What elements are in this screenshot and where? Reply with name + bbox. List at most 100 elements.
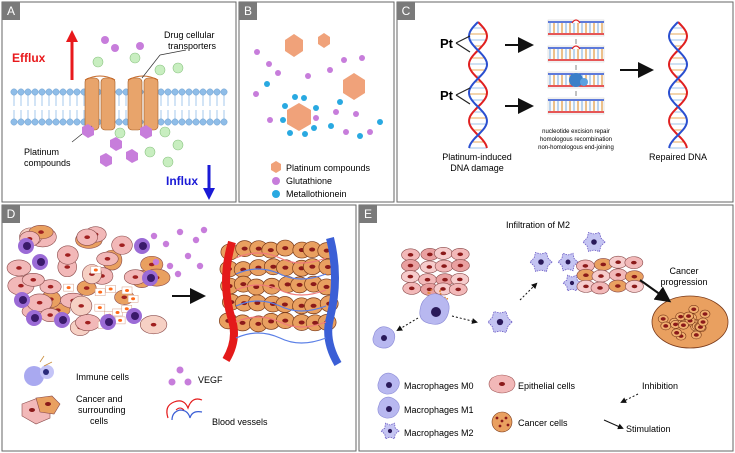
lipid-head bbox=[31, 88, 39, 96]
tumor-cell-nucleus bbox=[281, 302, 288, 307]
panel-a-frame bbox=[1, 1, 237, 203]
immune-cell-nucleus bbox=[37, 258, 45, 266]
tumor-microenvironment bbox=[6, 224, 171, 336]
lipid-head bbox=[220, 118, 228, 126]
tumor-cell-nucleus bbox=[64, 265, 71, 269]
tumor-cell-nucleus bbox=[255, 246, 262, 251]
immune-cells-label: Immune cells bbox=[76, 372, 130, 382]
cell-membrane bbox=[10, 88, 228, 126]
cancer-legend-dot bbox=[498, 424, 502, 428]
panel-d-frame bbox=[1, 204, 357, 452]
inhibition-legend-icon bbox=[620, 393, 639, 403]
lipid-head bbox=[66, 88, 74, 96]
lipid-head bbox=[24, 118, 32, 126]
lipid-head bbox=[178, 118, 186, 126]
tumor-cell-nucleus bbox=[298, 320, 305, 325]
stromal-nucleus bbox=[93, 268, 98, 272]
intracellular-platinum-compounds bbox=[82, 124, 184, 168]
tumor-cell-nucleus bbox=[268, 319, 275, 324]
dna-strand-red bbox=[667, 21, 689, 149]
pt-label-bottom: Pt bbox=[440, 88, 454, 103]
cancer-cell-nucleus bbox=[702, 312, 708, 316]
lipid-head bbox=[199, 118, 207, 126]
tumor-cell-nucleus bbox=[253, 284, 260, 289]
epithelial-nucleus bbox=[442, 277, 448, 282]
repair-pathway-3: non-homologous end-joining bbox=[538, 145, 614, 151]
panel-b-frame bbox=[238, 1, 395, 203]
m2-legend-label: Macrophages M2 bbox=[404, 428, 474, 438]
repair-pathway-1: nucleotide excision repair bbox=[542, 129, 610, 135]
panel-e-frame bbox=[358, 204, 734, 452]
lipid-head bbox=[220, 88, 228, 96]
lipid-head bbox=[115, 118, 123, 126]
tumor-cell-nucleus bbox=[36, 300, 43, 305]
tumor-cell-nucleus bbox=[30, 278, 37, 282]
epithelial-nucleus bbox=[615, 260, 621, 265]
lipid-head bbox=[185, 88, 193, 96]
m2-nucleus bbox=[496, 318, 504, 326]
m0-to-m2-arrow bbox=[451, 315, 478, 324]
epithelial-nucleus bbox=[456, 277, 463, 282]
macrophage-m0 bbox=[419, 293, 450, 325]
m2-nucleus bbox=[569, 280, 575, 286]
tumor-cell-nucleus bbox=[240, 282, 247, 287]
epithelial-nucleus bbox=[457, 263, 464, 268]
epithelial-cluster bbox=[401, 247, 470, 296]
secreted-factor bbox=[439, 292, 442, 295]
tumor-cell-nucleus bbox=[78, 304, 84, 308]
tumor-cell-nucleus bbox=[47, 284, 54, 289]
secreted-factor bbox=[446, 297, 449, 300]
cancer-cell-nucleus bbox=[663, 324, 669, 328]
tumor-cell-nucleus bbox=[282, 318, 289, 323]
glutathione-legend-label: Glutathione bbox=[286, 176, 332, 186]
tumor-cell-nucleus bbox=[309, 247, 316, 252]
m0-legend-label: Macrophages M0 bbox=[404, 381, 474, 391]
panel-c-frame bbox=[396, 1, 734, 203]
epithelial-nucleus bbox=[600, 262, 607, 267]
tumor-cell-nucleus bbox=[312, 320, 319, 325]
capillary bbox=[235, 316, 327, 328]
epithelial-nucleus bbox=[631, 260, 637, 265]
epithelial-nucleus bbox=[407, 253, 414, 257]
lipid-head bbox=[59, 88, 67, 96]
epithelial-nucleus bbox=[408, 286, 415, 291]
lipid-head bbox=[206, 88, 214, 96]
epithelial-legend-label: Epithelial cells bbox=[518, 381, 576, 391]
capillary bbox=[235, 252, 327, 264]
stimulation-legend-label: Stimulation bbox=[626, 424, 671, 434]
lipid-head bbox=[10, 118, 18, 126]
cancer-cell-nucleus bbox=[693, 333, 699, 337]
tumor-cell-nucleus bbox=[267, 248, 274, 253]
dna-strand-red bbox=[467, 21, 489, 149]
lipid-head bbox=[66, 118, 74, 126]
lipid-head bbox=[164, 88, 172, 96]
m2-legend-icon bbox=[380, 422, 400, 440]
lipid-head bbox=[199, 88, 207, 96]
cancer-legend-dot bbox=[500, 419, 504, 423]
epithelial-cluster-right bbox=[576, 255, 644, 295]
panel-d-letter: D bbox=[2, 205, 20, 223]
tumor-cell-nucleus bbox=[298, 303, 305, 308]
svg-text:A: A bbox=[7, 4, 15, 18]
tumor-cell-nucleus bbox=[310, 303, 317, 308]
vein bbox=[324, 237, 342, 367]
cancer-cell-nucleus bbox=[686, 314, 692, 318]
stromal-nucleus bbox=[115, 310, 120, 314]
lesion bbox=[571, 19, 581, 24]
lipid-head bbox=[52, 88, 60, 96]
pt-label-top: Pt bbox=[440, 36, 454, 51]
influx-arrow bbox=[203, 165, 215, 200]
lipid-head bbox=[17, 118, 25, 126]
transporters-label-line2: transporters bbox=[168, 41, 217, 51]
tumor-cell-nucleus bbox=[241, 246, 248, 251]
lipid-head bbox=[115, 88, 123, 96]
stromal-nucleus bbox=[66, 286, 71, 290]
immune-cell-nucleus bbox=[23, 242, 31, 250]
tumor-cell-nucleus bbox=[38, 230, 44, 234]
panel-e: Infiltration of M2 Cancer progression Ma… bbox=[372, 220, 729, 440]
epithelial-nucleus bbox=[597, 286, 603, 290]
cancer-label-line1: Cancer and bbox=[76, 394, 123, 404]
cancer-cell-nucleus bbox=[678, 314, 684, 319]
dna-strand-blue bbox=[667, 21, 689, 149]
influx-label: Influx bbox=[166, 174, 198, 188]
